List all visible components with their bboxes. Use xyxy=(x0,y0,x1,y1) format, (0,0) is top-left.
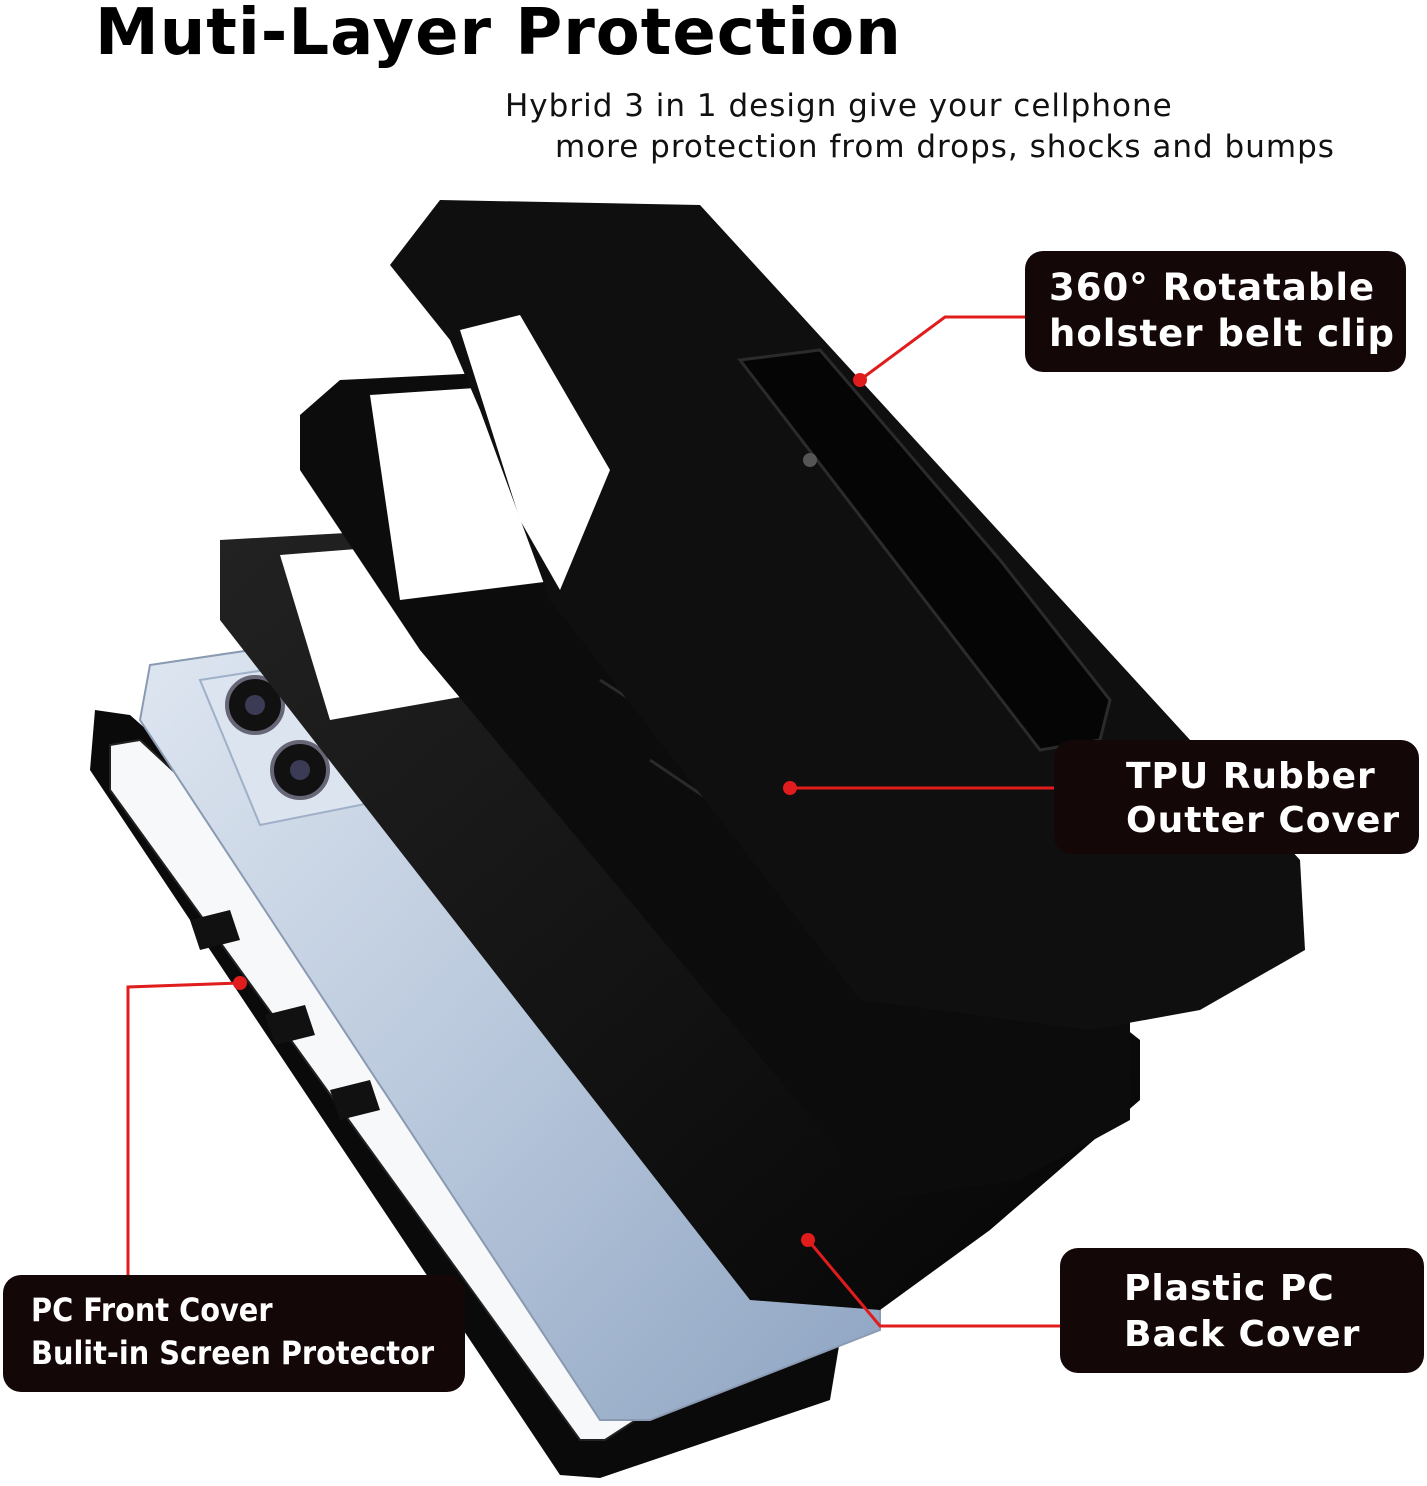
pc-front-callout-line-1: PC Front Cover xyxy=(31,1291,273,1329)
tpu-callout-line-1: TPU Rubber xyxy=(1126,756,1376,797)
pc-front-cover-callout: PC Front Cover Bulit-in Screen Protector xyxy=(3,1275,465,1392)
page-subtitle: Hybrid 3 in 1 design give your cellphone… xyxy=(505,86,1385,168)
leader-holster xyxy=(859,315,1025,382)
page-title: Muti-Layer Protection xyxy=(95,0,902,70)
pc-front-callout-line-2: Bulit-in Screen Protector xyxy=(31,1334,435,1372)
pc-back-callout-line-1: Plastic PC xyxy=(1124,1268,1335,1309)
pc-back-cover-callout: Plastic PC Back Cover xyxy=(1060,1248,1424,1373)
holster-callout-line-1: 360° Rotatable xyxy=(1049,266,1376,309)
leader-pc-front xyxy=(126,981,241,1275)
leader-pc-back xyxy=(806,1239,1060,1328)
holster-callout-line-2: holster belt clip xyxy=(1049,312,1395,355)
subtitle-line-2: more protection from drops, shocks and b… xyxy=(555,129,1335,165)
holster-clip-callout: 360° Rotatable holster belt clip xyxy=(1025,251,1406,372)
tpu-callout-line-2: Outter Cover xyxy=(1126,800,1401,841)
tpu-cover-callout: TPU Rubber Outter Cover xyxy=(1054,740,1419,854)
subtitle-line-1: Hybrid 3 in 1 design give your cellphone xyxy=(505,88,1173,124)
pc-back-callout-line-2: Back Cover xyxy=(1124,1314,1361,1355)
leader-lines xyxy=(126,315,1060,1328)
